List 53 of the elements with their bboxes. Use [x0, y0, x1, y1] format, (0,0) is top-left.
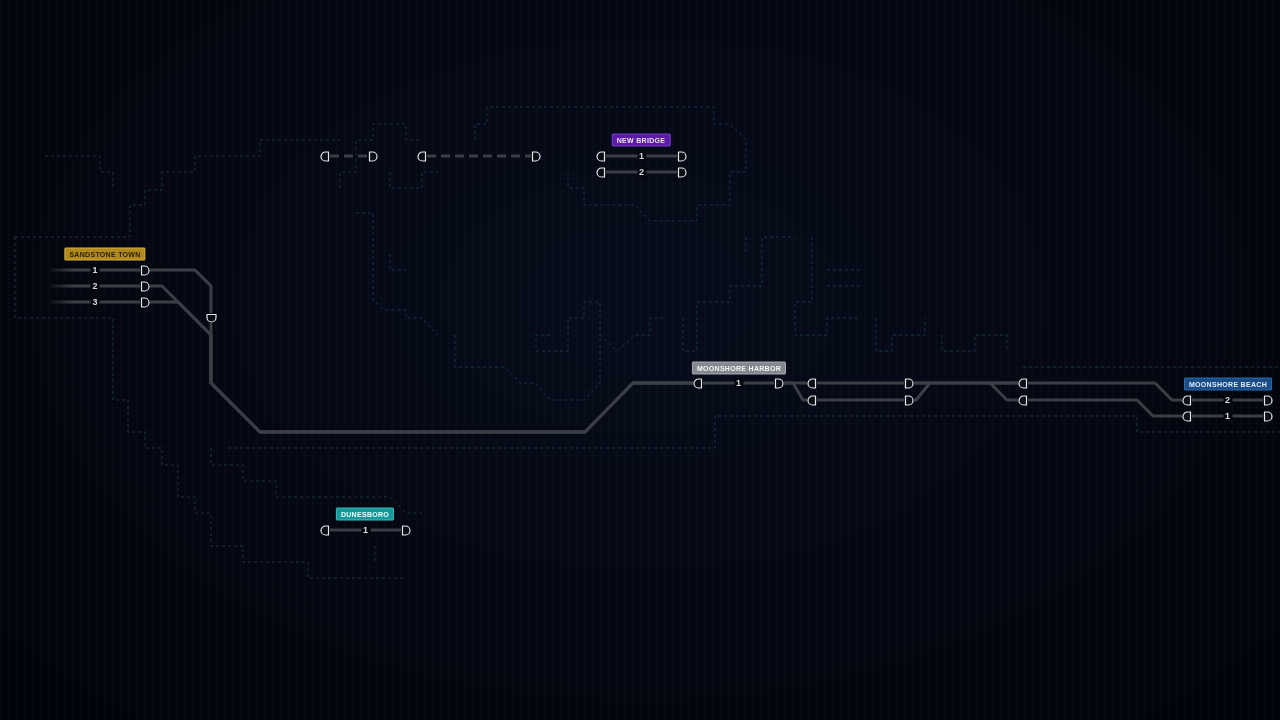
track-line	[330, 154, 368, 158]
track-line	[703, 381, 774, 385]
signal-icon	[1182, 410, 1192, 422]
signal-icon	[320, 524, 330, 536]
track-line	[912, 381, 1020, 402]
track-number: 1	[637, 151, 646, 161]
track-line	[606, 154, 677, 158]
signal-icon	[1182, 394, 1192, 406]
signal-icon	[904, 394, 914, 406]
track-line	[150, 268, 213, 313]
track-number: 2	[1223, 395, 1232, 405]
signal-icon	[140, 280, 150, 292]
track-number: 1	[361, 525, 370, 535]
signal-icon	[1018, 377, 1028, 389]
track-line	[1028, 398, 1182, 418]
track-line	[50, 284, 140, 288]
signal-icon	[531, 150, 541, 162]
signal-icon	[320, 150, 330, 162]
signal-icon	[596, 166, 606, 178]
track-line	[1028, 381, 1182, 402]
track-line	[784, 381, 807, 402]
signal-icon	[904, 377, 914, 389]
track-number: 3	[90, 297, 100, 307]
track-line	[427, 154, 531, 158]
signal-icon	[693, 377, 703, 389]
track-line	[606, 170, 677, 174]
signal-icon	[807, 377, 817, 389]
track-number: 1	[1223, 411, 1232, 421]
signal-icon	[417, 150, 427, 162]
track-line	[330, 528, 401, 532]
signal-icon	[677, 166, 687, 178]
track-line	[50, 268, 140, 272]
signal-icon	[807, 394, 817, 406]
signal-icon	[401, 524, 411, 536]
track-number: 2	[637, 167, 646, 177]
signal-icon	[1018, 394, 1028, 406]
track-number: 1	[734, 378, 743, 388]
track-line	[817, 398, 904, 402]
signal-icon	[1263, 394, 1273, 406]
track-number: 2	[90, 281, 100, 291]
track-line	[1192, 398, 1263, 402]
track-line	[817, 381, 904, 385]
signal-icon	[140, 296, 150, 308]
signal-icon	[205, 313, 217, 323]
signal-icon	[774, 377, 784, 389]
signal-icon	[368, 150, 378, 162]
signal-icon	[596, 150, 606, 162]
track-number: 1	[90, 265, 100, 275]
track-line	[50, 300, 140, 304]
signal-icon	[140, 264, 150, 276]
signal-icon	[677, 150, 687, 162]
signal-icon	[1263, 410, 1273, 422]
track-line	[1192, 414, 1263, 418]
